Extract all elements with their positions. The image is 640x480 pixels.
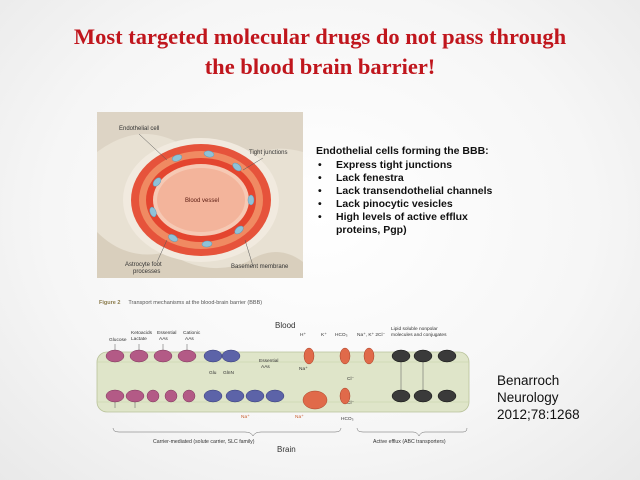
efflux-pump <box>437 349 457 363</box>
slc-transporter <box>182 389 196 403</box>
slide-title-line1: Most targeted molecular drugs do not pas… <box>73 24 567 49</box>
ion-channel <box>339 387 351 405</box>
list-item-text: Lack pinocytic vesicles <box>336 198 453 210</box>
slide-title: Most targeted molecular drugs do not pas… <box>20 22 620 82</box>
bbb-properties-heading: Endothelial cells forming the BBB: <box>316 145 489 157</box>
na-b-label: Na⁺ <box>241 414 250 420</box>
bullet-icon: • <box>318 211 322 223</box>
active-efflux-label: Active efflux (ABC transporters) <box>373 439 446 445</box>
essential-aas-label-1: Essential <box>157 330 176 336</box>
list-item-text: Express tight junctions <box>336 159 453 171</box>
list-item: • Express tight junctions <box>316 159 496 172</box>
blood-vessel-illustration: Endothelial cell Tight junctions Blood v… <box>97 112 303 278</box>
astrocyte-foot-label-2: processes <box>133 269 161 275</box>
glu-label: Glu <box>209 370 217 376</box>
efflux-pump <box>391 349 411 363</box>
slc-transporter <box>177 349 197 363</box>
bullet-icon: • <box>318 198 322 210</box>
na-label: Na⁺ <box>299 366 308 372</box>
efflux-pump <box>413 389 433 403</box>
abc-transporter <box>203 389 223 403</box>
list-item-text: Lack transendothelial channels <box>336 185 493 197</box>
efflux-pump <box>413 349 433 363</box>
k-ion-label: K⁺ <box>321 332 327 338</box>
bbb-properties-list: •Express tight junctions •Lack fenestra … <box>316 159 496 237</box>
abc-transporter <box>203 349 223 363</box>
essential-aas-2-label-2: AAs <box>261 364 270 370</box>
lipid-soluble-label-2: molecules and conjugates <box>391 332 447 338</box>
endothelial-cell-body <box>96 351 470 413</box>
basement-membrane-label: Basement membrane <box>231 264 289 270</box>
ion-channel <box>339 347 351 365</box>
carrier-mediated-bracket <box>112 427 342 437</box>
abc-transporter <box>245 389 265 403</box>
lipid-soluble-label-1: Lipid soluble nonpolar <box>391 326 438 332</box>
figure2-caption-text: Transport mechanisms at the blood-brain … <box>128 300 263 306</box>
bullet-icon: • <box>318 159 322 171</box>
brain-label: Brain <box>277 445 296 454</box>
endothelial-cell-label: Endothelial cell <box>119 126 160 132</box>
slc-transporter <box>146 389 160 403</box>
hco3-label: HCO₃ <box>335 332 348 338</box>
glucose-label: Glucose <box>109 337 127 343</box>
cl-label-2: Cl⁻ <box>347 400 355 406</box>
blood-vessel-diagram <box>97 112 303 278</box>
bbb-properties-panel: Endothelial cells forming the BBB: • Expr… <box>316 145 496 237</box>
bullet-icon: • <box>318 172 322 184</box>
citation: Benarroch Neurology 2012;78:1268 <box>497 372 617 423</box>
na-k-cl-label: Na⁺, K⁺ 2Cl⁻ <box>357 332 386 338</box>
efflux-pump <box>437 389 457 403</box>
ion-channel <box>363 347 375 365</box>
abc-transporter <box>265 389 285 403</box>
cl-label-1: Cl⁻ <box>347 376 355 382</box>
slide-title-line2: the blood brain barrier! <box>204 54 436 79</box>
list-item-text: High levels of active efflux proteins, P… <box>336 211 468 236</box>
astrocyte-foot-label-1: Astrocyte foot <box>125 262 162 268</box>
cationic-aas-label-2: AAs <box>185 336 194 342</box>
abc-transporter <box>225 389 245 403</box>
abluminal-transporters <box>105 387 457 410</box>
figure2-caption: Figure 2 Transport mechanisms at the bloo… <box>99 300 262 306</box>
ketoacids-label: Ketoacids <box>131 330 153 336</box>
luminal-slc-transporters <box>105 347 457 365</box>
citation-volume: 2012;78:1268 <box>497 407 580 422</box>
active-efflux-bracket <box>356 427 468 437</box>
essential-aas-label-2: AAs <box>159 336 168 342</box>
blood-label: Blood <box>275 321 295 330</box>
citation-author: Benarroch <box>497 373 560 388</box>
list-item: • Lack pinocytic vesicles <box>316 198 496 211</box>
list-item: • Lack transendothelial channels <box>316 185 496 198</box>
slc-transporter <box>125 389 145 403</box>
bullet-icon: • <box>318 185 322 197</box>
tight-junctions-label: Tight junctions <box>249 150 288 156</box>
h-ion-label: H⁺ <box>300 332 306 338</box>
abc-transporter <box>221 349 241 363</box>
list-item-text: Lack fenestra <box>336 172 404 184</box>
cationic-aas-label-1: Cationic <box>183 330 201 336</box>
hco3-b-label: HCO₃ <box>341 416 354 422</box>
transport-diagram: Blood Brain Glucose Ketoacids Lactate Es… <box>96 321 470 454</box>
list-item: • Lack fenestra <box>316 172 496 185</box>
essential-aas-2-label-1: Essential <box>259 358 278 364</box>
slc-transporter <box>164 389 178 403</box>
carrier-mediated-label: Carrier-mediated (solute carrier, SLC fa… <box>153 439 255 445</box>
slc-transporter <box>153 349 173 363</box>
na-c-label: Na⁺ <box>295 414 304 420</box>
blood-vessel-label: Blood vessel <box>185 198 220 204</box>
transport-mechanisms-figure: Figure 2 Transport mechanisms at the bloo… <box>95 300 480 460</box>
slc-transporter <box>105 349 125 363</box>
slc-transporter <box>105 389 125 403</box>
slc-transporter <box>129 349 149 363</box>
ion-channel <box>303 347 315 365</box>
na-k-atpase <box>302 390 328 410</box>
citation-journal: Neurology <box>497 390 559 405</box>
figure2-caption-label: Figure 2 <box>99 300 121 306</box>
efflux-pump <box>391 389 411 403</box>
lactate-label: Lactate <box>131 336 147 342</box>
gln-label: GlnN <box>223 370 234 376</box>
list-item: • High levels of active efflux proteins, … <box>316 211 496 237</box>
